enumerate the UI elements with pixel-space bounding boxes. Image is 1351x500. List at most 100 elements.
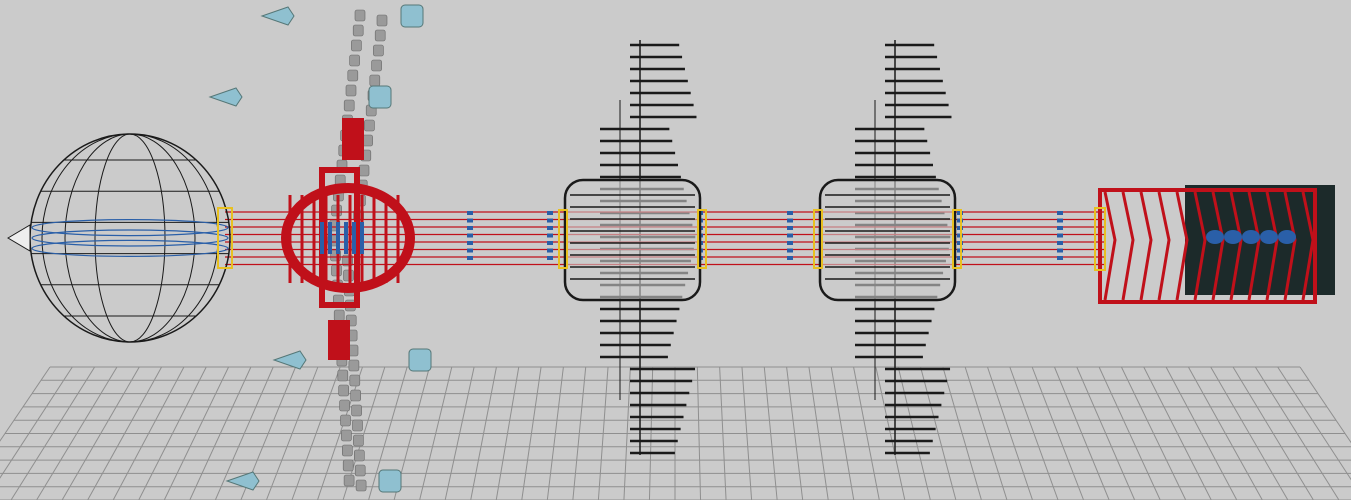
gray-part <box>343 474 355 487</box>
tube-clip <box>547 233 553 238</box>
gray-part <box>339 399 350 412</box>
tube-clip <box>467 241 473 245</box>
hub-arm-top <box>342 118 364 160</box>
tube-clip <box>787 256 793 260</box>
tail-blue-tank <box>1242 230 1260 244</box>
sphere-blue-ring <box>31 239 229 257</box>
tube-clip <box>547 211 553 215</box>
gray-part <box>345 84 357 97</box>
drum-modules <box>558 178 962 302</box>
tube-clip <box>1057 211 1063 215</box>
capsule-cone <box>260 6 295 26</box>
tube-clip <box>787 233 793 238</box>
hub-blue-part <box>336 222 340 254</box>
tail-blue-tank <box>1278 230 1296 244</box>
drum-docking-ring <box>697 209 707 269</box>
tail-truss <box>1121 191 1135 301</box>
drum-docking-ring <box>952 209 962 269</box>
gray-part <box>349 374 361 387</box>
gray-part <box>369 74 381 87</box>
tube-clip <box>787 211 793 215</box>
tail-truss <box>1301 191 1315 301</box>
gray-part <box>337 369 349 382</box>
gray-part <box>354 9 366 22</box>
gray-part <box>341 429 352 442</box>
sphere-docking-ring <box>217 207 233 269</box>
capsule-cone <box>208 87 243 107</box>
capsule-can <box>378 469 402 493</box>
tube-clip <box>547 241 553 245</box>
drum-docking-ring <box>813 209 823 269</box>
tube-clip <box>1057 233 1063 238</box>
drum-body <box>563 178 702 302</box>
tail-truss <box>1193 191 1207 301</box>
hub-blue-part <box>360 222 364 254</box>
red-truss-tail-module <box>1094 185 1335 304</box>
gray-part <box>373 44 384 57</box>
wireframe-sphere-module <box>7 133 233 343</box>
gray-part <box>352 419 363 432</box>
red-hub-module <box>281 118 415 360</box>
tube-clip <box>547 218 553 223</box>
hub-blue-part <box>320 222 324 254</box>
tube-clip <box>467 226 473 230</box>
gray-part <box>341 444 353 457</box>
capsule-cone <box>272 350 307 370</box>
capsule-can <box>368 85 392 109</box>
gray-part <box>350 389 362 402</box>
capsule-cone <box>225 471 260 491</box>
tube-clip <box>1057 256 1063 260</box>
tail-frame <box>1098 188 1317 304</box>
tube-clip <box>547 256 553 260</box>
gray-part <box>343 99 355 112</box>
gray-part <box>340 414 351 427</box>
tail-blue-tank <box>1206 230 1224 244</box>
tube-clip <box>467 248 473 253</box>
tube-clip <box>467 218 473 223</box>
gray-part <box>358 164 370 177</box>
tube-clip <box>467 233 473 238</box>
gray-part <box>351 404 362 417</box>
tail-truss <box>1157 191 1171 301</box>
tube-clip <box>787 218 793 223</box>
sphere-outline <box>29 133 231 343</box>
tail-blue-tank <box>1260 230 1278 244</box>
sphere-meridian <box>94 133 166 343</box>
drum-body <box>818 178 957 302</box>
hub-blue-part <box>328 222 332 254</box>
gray-part <box>354 464 366 477</box>
drum-docking-ring <box>558 209 568 269</box>
capsule-can <box>408 348 432 372</box>
gray-part <box>353 434 364 447</box>
tube-clip <box>1057 218 1063 223</box>
tube-clip <box>467 256 473 260</box>
gray-part <box>364 119 375 132</box>
tube-clip <box>1057 241 1063 245</box>
hub-blue-part <box>352 222 356 254</box>
gray-part <box>351 39 362 52</box>
gray-part <box>342 459 354 472</box>
gray-part <box>374 29 386 42</box>
hub-arm-bottom <box>328 320 350 360</box>
gray-part <box>348 359 360 372</box>
floor-grid <box>0 366 1351 500</box>
hub-ring <box>281 183 415 293</box>
gray-part <box>333 309 345 322</box>
gray-part <box>362 134 373 147</box>
sphere-meridian <box>41 133 219 343</box>
tail-truss <box>1139 191 1153 301</box>
tube-clip <box>787 241 793 245</box>
gray-part <box>353 449 365 462</box>
tube-clip <box>547 248 553 253</box>
gray-part <box>352 24 364 37</box>
tail-docking-ring <box>1094 207 1106 271</box>
gray-part <box>347 69 359 82</box>
hub-blue-part <box>344 222 348 254</box>
tail-blue-tank <box>1224 230 1242 244</box>
gray-part <box>371 59 382 72</box>
tail-truss <box>1175 191 1189 301</box>
gray-part <box>338 384 350 397</box>
sphere-nose-cone <box>7 224 31 252</box>
